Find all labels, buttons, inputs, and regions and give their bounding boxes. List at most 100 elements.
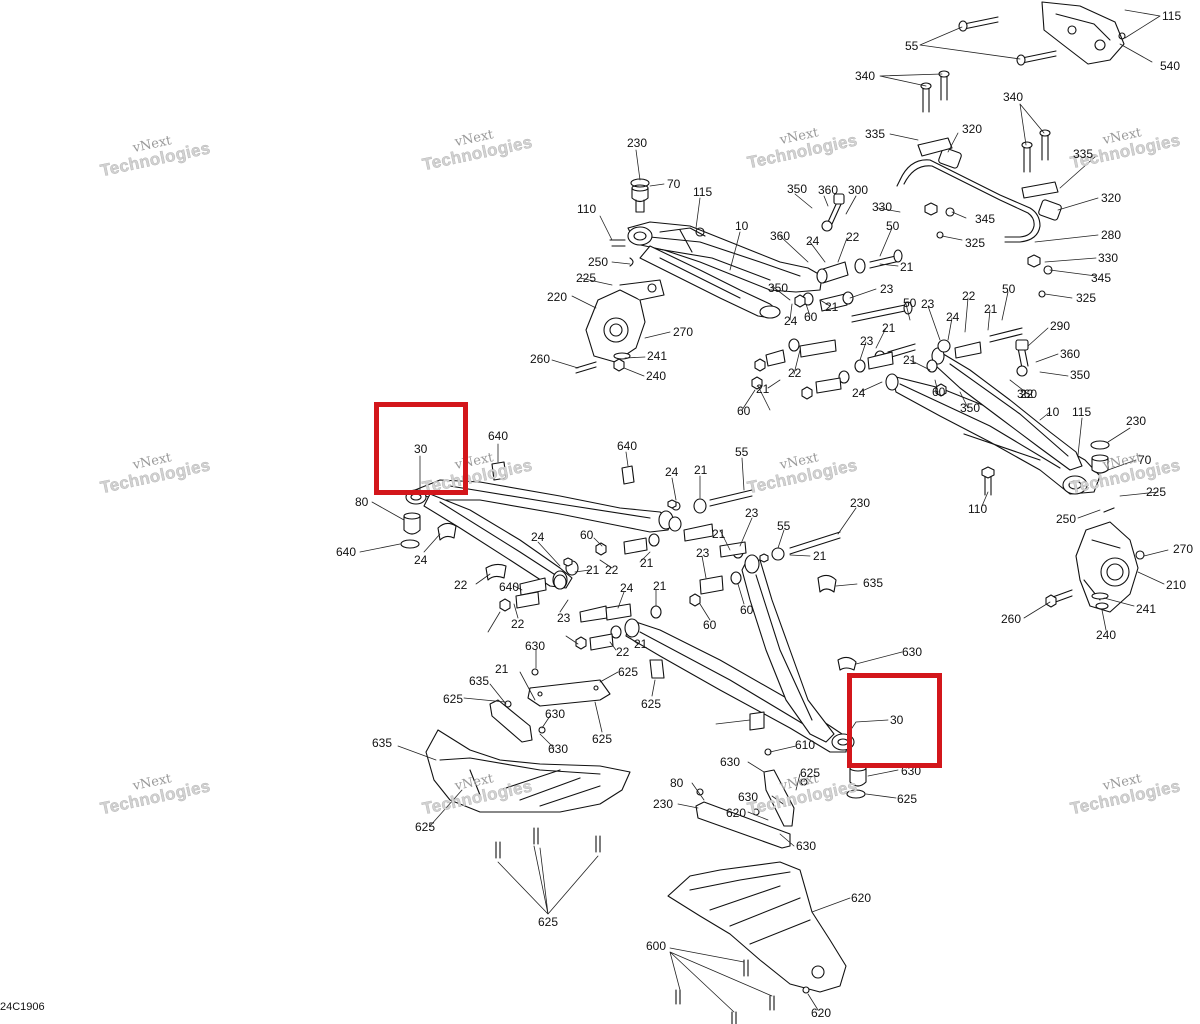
part-callout[interactable]: 241 <box>1136 602 1157 616</box>
part-callout[interactable]: 24 <box>806 234 820 248</box>
part-callout[interactable]: 630 <box>720 755 741 769</box>
part-callout[interactable]: 60 <box>703 618 717 632</box>
part-callout[interactable]: 320 <box>1101 191 1122 205</box>
part-callout[interactable]: 70 <box>1138 453 1152 467</box>
part-callout[interactable]: 240 <box>646 369 667 383</box>
part-callout[interactable]: 625 <box>618 665 639 679</box>
part-callout[interactable]: 60 <box>737 404 751 418</box>
part-callout[interactable]: 620 <box>851 891 872 905</box>
part-callout[interactable]: 540 <box>1160 59 1181 73</box>
part-callout[interactable]: 24 <box>852 386 866 400</box>
part-callout[interactable]: 350 <box>960 401 981 415</box>
part-callout[interactable]: 360 <box>1017 387 1038 401</box>
part-callout[interactable]: 225 <box>1146 485 1167 499</box>
part-callout[interactable]: 270 <box>673 325 694 339</box>
part-callout[interactable]: 22 <box>788 366 802 380</box>
part-callout[interactable]: 320 <box>962 122 983 136</box>
part-callout[interactable]: 115 <box>1072 405 1092 419</box>
part-callout[interactable]: 635 <box>863 576 884 590</box>
part-callout[interactable]: 635 <box>469 674 490 688</box>
part-callout[interactable]: 24 <box>620 581 634 595</box>
part-callout[interactable]: 24 <box>946 310 960 324</box>
part-callout[interactable]: 23 <box>557 611 571 625</box>
part-callout[interactable]: 345 <box>975 212 996 226</box>
part-callout[interactable]: 24 <box>665 465 679 479</box>
part-callout[interactable]: 110 <box>577 202 597 216</box>
part-callout[interactable]: 24 <box>414 553 428 567</box>
part-callout[interactable]: 60 <box>804 310 818 324</box>
part-callout[interactable]: 290 <box>1050 319 1071 333</box>
part-callout[interactable]: 340 <box>1003 90 1024 104</box>
part-callout[interactable]: 21 <box>495 662 509 676</box>
part-callout[interactable]: 60 <box>932 385 946 399</box>
part-callout[interactable]: 23 <box>745 506 759 520</box>
highlight-label-upper-left[interactable]: 30 <box>414 442 428 456</box>
part-callout[interactable]: 225 <box>576 271 597 285</box>
part-callout[interactable]: 270 <box>1173 542 1194 556</box>
part-callout[interactable]: 60 <box>740 603 754 617</box>
part-callout[interactable]: 22 <box>1020 387 1034 401</box>
part-callout[interactable]: 330 <box>872 200 893 214</box>
part-callout[interactable]: 50 <box>1002 282 1016 296</box>
part-callout[interactable]: 260 <box>530 352 551 366</box>
part-callout[interactable]: 250 <box>1056 512 1077 526</box>
part-callout[interactable]: 340 <box>855 69 876 83</box>
part-callout[interactable]: 210 <box>1166 578 1187 592</box>
part-callout[interactable]: 22 <box>616 645 630 659</box>
part-callout[interactable]: 230 <box>627 136 648 150</box>
part-callout[interactable]: 630 <box>738 790 759 804</box>
part-callout[interactable]: 230 <box>850 496 871 510</box>
part-callout[interactable]: 80 <box>355 495 369 509</box>
part-callout[interactable]: 230 <box>1126 414 1147 428</box>
part-callout[interactable]: 600 <box>646 939 667 953</box>
part-callout[interactable]: 21 <box>984 302 998 316</box>
part-callout[interactable]: 350 <box>1070 368 1091 382</box>
part-callout[interactable]: 23 <box>880 282 894 296</box>
highlight-label-lower-right[interactable]: 30 <box>890 713 904 727</box>
part-callout[interactable]: 335 <box>865 127 886 141</box>
part-callout[interactable]: 260 <box>1001 612 1022 626</box>
part-callout[interactable]: 360 <box>1060 347 1081 361</box>
part-callout[interactable]: 241 <box>647 349 668 363</box>
part-callout[interactable]: 21 <box>813 549 827 563</box>
part-callout[interactable]: 635 <box>372 736 393 750</box>
part-callout[interactable]: 250 <box>588 255 609 269</box>
part-callout[interactable]: 22 <box>511 617 525 631</box>
part-callout[interactable]: 625 <box>415 820 436 834</box>
part-callout[interactable]: 50 <box>903 296 917 310</box>
part-callout[interactable]: 55 <box>777 519 791 533</box>
part-callout[interactable]: 21 <box>756 382 770 396</box>
part-callout[interactable]: 21 <box>825 300 839 314</box>
part-callout[interactable]: 22 <box>846 230 860 244</box>
part-callout[interactable]: 24 <box>784 314 798 328</box>
part-callout[interactable]: 630 <box>545 707 566 721</box>
highlight-box-upper-left[interactable] <box>374 402 468 495</box>
part-callout[interactable]: 60 <box>580 528 594 542</box>
part-callout[interactable]: 21 <box>900 260 914 274</box>
part-callout[interactable]: 640 <box>488 429 509 443</box>
part-callout[interactable]: 610 <box>795 738 816 752</box>
part-callout[interactable]: 630 <box>902 645 923 659</box>
part-callout[interactable]: 115 <box>693 185 713 199</box>
part-callout[interactable]: 110 <box>968 502 988 516</box>
part-callout[interactable]: 220 <box>547 290 568 304</box>
part-callout[interactable]: 23 <box>696 546 710 560</box>
part-callout[interactable]: 21 <box>640 556 654 570</box>
part-callout[interactable]: 625 <box>592 732 613 746</box>
part-callout[interactable]: 625 <box>800 766 821 780</box>
part-callout[interactable]: 21 <box>882 321 896 335</box>
part-callout[interactable]: 21 <box>712 527 726 541</box>
part-callout[interactable]: 80 <box>670 776 684 790</box>
part-callout[interactable]: 21 <box>653 579 667 593</box>
part-callout[interactable]: 22 <box>962 289 976 303</box>
part-callout[interactable]: 21 <box>903 353 917 367</box>
part-callout[interactable]: 280 <box>1101 228 1122 242</box>
part-callout[interactable]: 630 <box>525 639 546 653</box>
part-callout[interactable]: 70 <box>667 177 681 191</box>
part-callout[interactable]: 630 <box>548 742 569 756</box>
part-callout[interactable]: 625 <box>641 697 662 711</box>
part-callout[interactable]: 640 <box>617 439 638 453</box>
part-callout[interactable]: 55 <box>905 39 919 53</box>
part-callout[interactable]: 21 <box>634 637 648 651</box>
part-callout[interactable]: 625 <box>538 915 559 929</box>
